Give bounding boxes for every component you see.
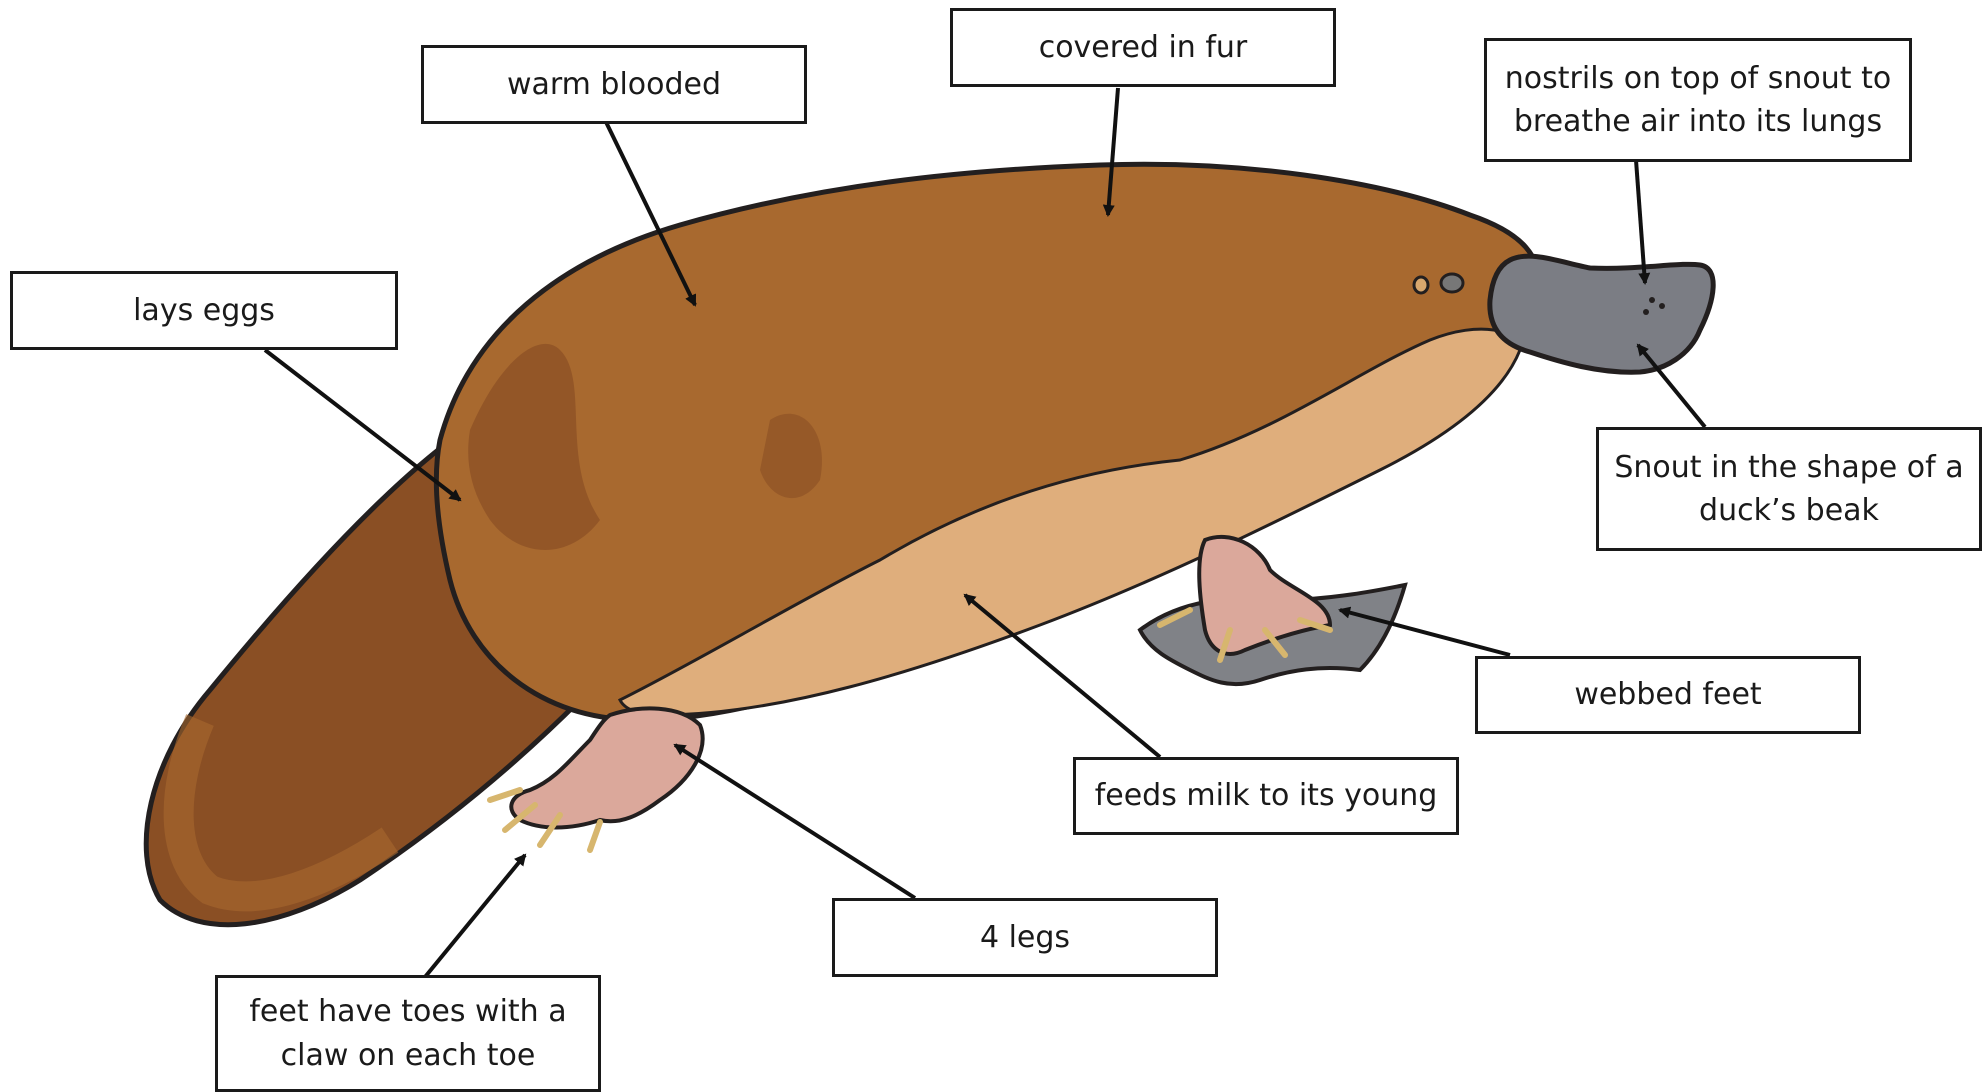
- platypus-bill: [1490, 256, 1713, 372]
- label-lays-eggs: lays eggs: [10, 271, 398, 350]
- arrow-feeds-milk: [965, 595, 1160, 757]
- arrow-feet-toes: [425, 855, 525, 977]
- eye-icon: [1414, 277, 1428, 293]
- label-warm-blooded: warm blooded: [421, 45, 807, 124]
- arrow-nostrils: [1636, 160, 1645, 283]
- label-snout: Snout in the shape of a duck’s beak: [1596, 427, 1982, 551]
- arrow-lays-eggs: [265, 350, 460, 500]
- label-nostrils: nostrils on top of snout to breathe air …: [1484, 38, 1912, 162]
- label-4-legs: 4 legs: [832, 898, 1218, 977]
- label-covered-in-fur: covered in fur: [950, 8, 1336, 87]
- arrow-4-legs: [675, 745, 915, 898]
- ear-icon: [1441, 274, 1463, 292]
- label-webbed-feet: webbed feet: [1475, 656, 1861, 734]
- label-feeds-milk: feeds milk to its young: [1073, 757, 1459, 835]
- label-feet-toes: feet have toes with a claw on each toe: [215, 975, 601, 1092]
